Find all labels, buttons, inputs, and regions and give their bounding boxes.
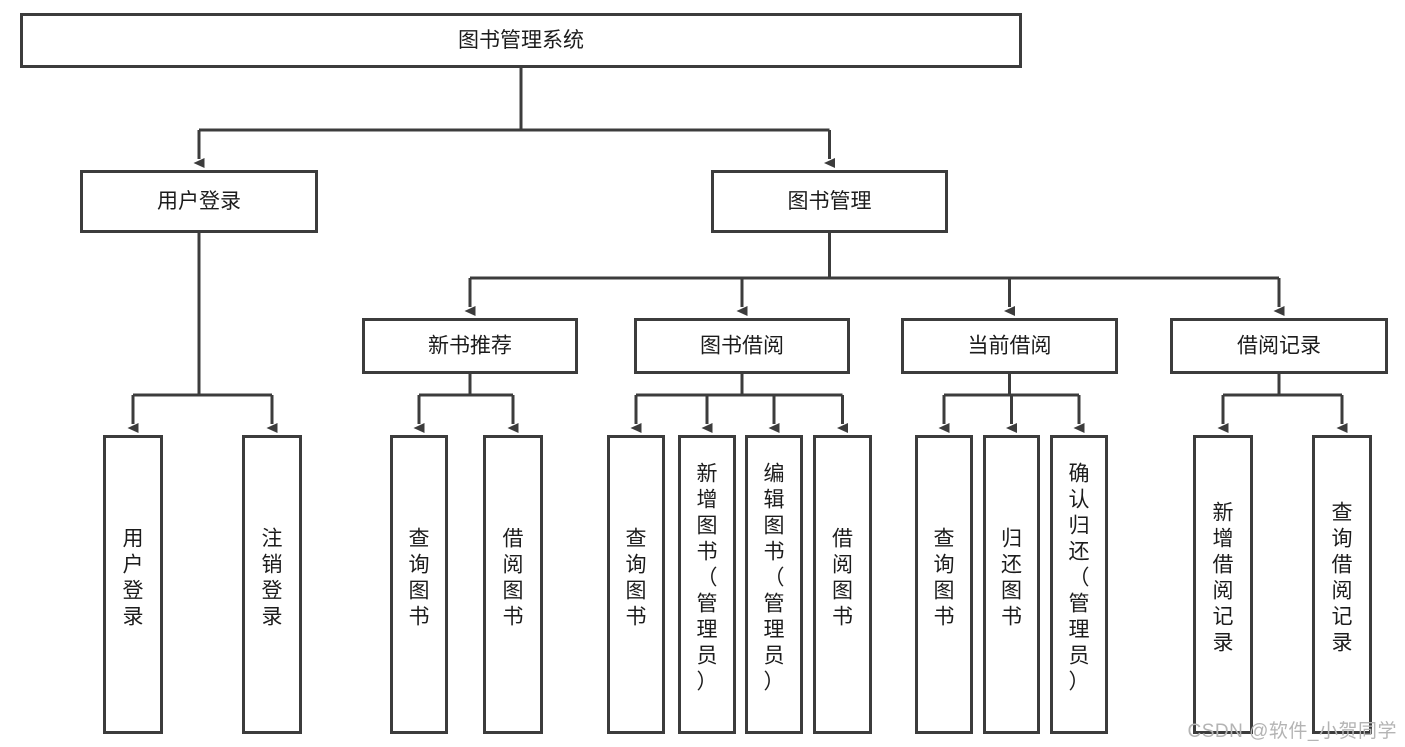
node-n2a-用户登录[interactable]: 用户登录	[80, 170, 318, 233]
node-n2b-图书管理[interactable]: 图书管理	[711, 170, 948, 233]
node-box	[711, 170, 948, 233]
node-box	[813, 435, 872, 734]
connector-from-n2b	[464, 233, 1285, 316]
node-n3c-当前借阅[interactable]: 当前借阅	[901, 318, 1118, 374]
node-label: 查询图书	[409, 528, 430, 629]
node-label: 归还图书	[1001, 528, 1022, 629]
node-box	[1050, 435, 1108, 734]
connector-from-root	[193, 68, 835, 168]
node-label: 查询借阅记录	[1332, 502, 1353, 655]
node-label: 查询图书	[934, 528, 955, 629]
node-l3-查询图书[interactable]: 查询图书	[390, 435, 448, 734]
node-l6-新增图书管理员[interactable]: 新增图书（管理员）	[678, 435, 736, 734]
node-box	[20, 13, 1022, 68]
node-box	[678, 435, 736, 734]
connector-from-n2a	[127, 233, 278, 433]
node-l11-确认归还管理员[interactable]: 确认归还（管理员）	[1050, 435, 1108, 734]
node-layer: 图书管理系统用户登录图书管理新书推荐图书借阅当前借阅借阅记录用户登录注销登录查询…	[20, 13, 1388, 734]
node-n3d-借阅记录[interactable]: 借阅记录	[1170, 318, 1388, 374]
node-l13-查询借阅记录[interactable]: 查询借阅记录	[1312, 435, 1372, 734]
node-n3a-新书推荐[interactable]: 新书推荐	[362, 318, 578, 374]
node-l12-新增借阅记录[interactable]: 新增借阅记录	[1193, 435, 1253, 734]
node-label: 借阅图书	[832, 528, 853, 629]
node-box	[242, 435, 302, 734]
node-label: 新增图书（管理员）	[697, 463, 718, 694]
node-box	[483, 435, 543, 734]
node-n3b-图书借阅[interactable]: 图书借阅	[634, 318, 850, 374]
node-box	[80, 170, 318, 233]
node-box	[1312, 435, 1372, 734]
node-label: 用户登录	[157, 190, 241, 213]
connector-from-n3a	[413, 374, 519, 433]
node-box	[901, 318, 1118, 374]
node-l5-查询图书[interactable]: 查询图书	[607, 435, 665, 734]
node-label: 图书借阅	[700, 335, 784, 358]
node-label: 新书推荐	[428, 335, 512, 358]
node-label: 注销登录	[262, 528, 283, 629]
node-l9-查询图书[interactable]: 查询图书	[915, 435, 973, 734]
node-box	[634, 318, 850, 374]
node-label: 图书管理	[788, 190, 872, 213]
node-l8-借阅图书[interactable]: 借阅图书	[813, 435, 872, 734]
node-l7-编辑图书管理员[interactable]: 编辑图书（管理员）	[745, 435, 803, 734]
connector-layer	[127, 68, 1348, 433]
node-box	[103, 435, 163, 734]
node-label: 查询图书	[626, 528, 647, 629]
node-l4-借阅图书[interactable]: 借阅图书	[483, 435, 543, 734]
node-box	[1170, 318, 1388, 374]
connector-from-n3b	[630, 374, 848, 433]
node-label: 新增借阅记录	[1213, 502, 1234, 655]
node-box	[390, 435, 448, 734]
node-label: 编辑图书（管理员）	[764, 463, 785, 694]
node-box	[362, 318, 578, 374]
node-box	[915, 435, 973, 734]
node-label: 当前借阅	[968, 335, 1052, 358]
node-label: 借阅图书	[503, 528, 524, 629]
node-root-图书管理系统[interactable]: 图书管理系统	[20, 13, 1022, 68]
node-box	[1193, 435, 1253, 734]
node-box	[745, 435, 803, 734]
node-label: 借阅记录	[1237, 335, 1321, 358]
node-label: 图书管理系统	[458, 29, 584, 52]
node-l2-注销登录[interactable]: 注销登录	[242, 435, 302, 734]
node-label: 确认归还（管理员）	[1069, 463, 1090, 694]
node-label: 用户登录	[123, 528, 144, 629]
node-l1-用户登录[interactable]: 用户登录	[103, 435, 163, 734]
node-box	[983, 435, 1040, 734]
connector-from-n3c	[938, 374, 1085, 433]
node-l10-归还图书[interactable]: 归还图书	[983, 435, 1040, 734]
node-box	[607, 435, 665, 734]
connector-from-n3d	[1217, 374, 1348, 433]
